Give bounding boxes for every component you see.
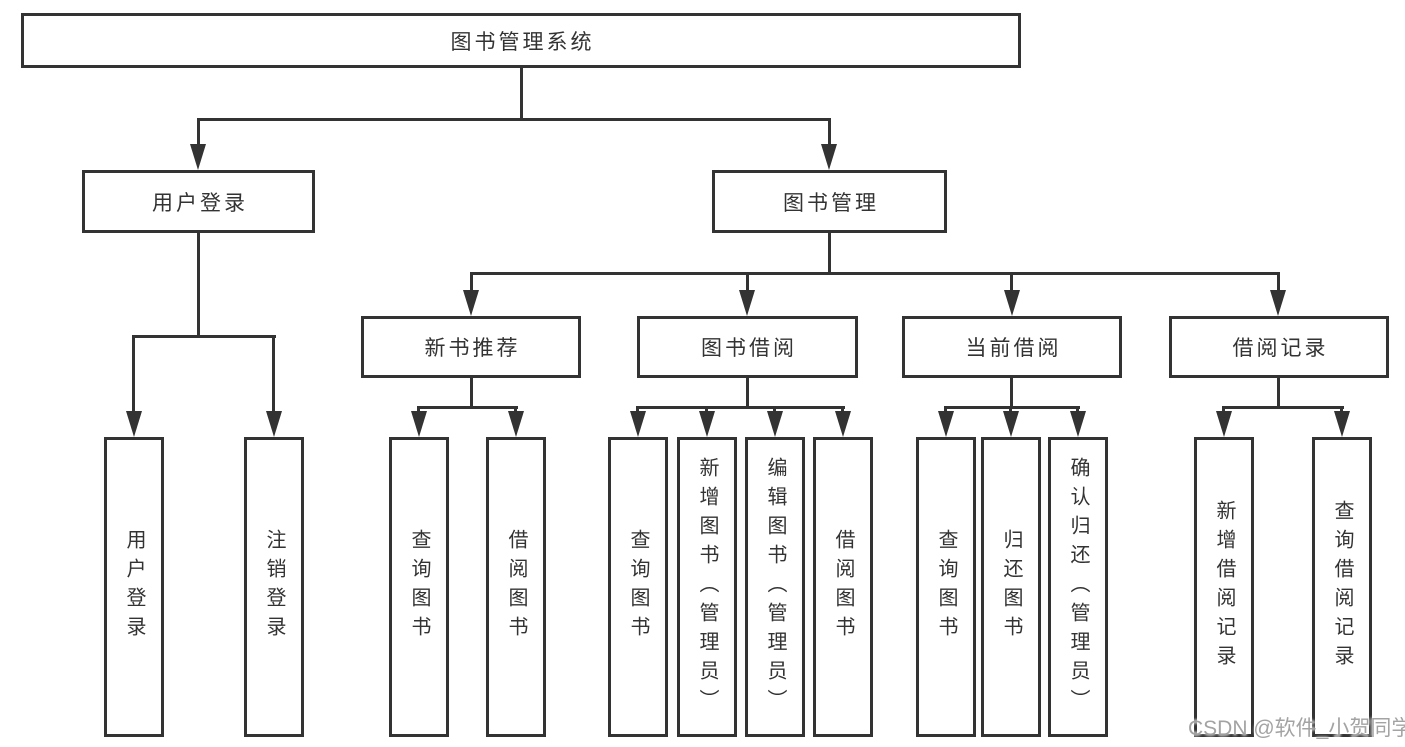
arrow-down-icon (630, 411, 646, 437)
node-root-system: 图书管理系统 (21, 13, 1021, 68)
node-new-book-recommend-label: 新书推荐 (424, 337, 521, 360)
borrow-record-connector-hline (1222, 406, 1344, 409)
leaf-logout: 注销登录 (244, 437, 304, 737)
book-borrow-connector-vline (746, 378, 749, 406)
node-current-borrow: 当前借阅 (902, 316, 1122, 378)
arrow-down-icon (1004, 290, 1020, 316)
leaf-bb-borrow-book-label: 借阅图书 (832, 529, 854, 645)
arrow-down-icon (1334, 411, 1350, 437)
arrow-down-icon (508, 411, 524, 437)
node-new-book-recommend: 新书推荐 (361, 316, 581, 378)
node-book-borrow-label: 图书借阅 (701, 337, 797, 360)
current-borrow-connector-vline (1010, 378, 1013, 406)
leaf-bb-borrow-book: 借阅图书 (813, 437, 873, 737)
current-borrow-connector-hline (944, 406, 1080, 409)
book-mgmt-to-book-borrow-stem (746, 275, 749, 290)
root-to-book-mgmt-stem (828, 121, 831, 144)
arrow-down-icon (699, 411, 715, 437)
leaf-nb-query-book: 查询图书 (389, 437, 449, 737)
leaf-cb-query-book-label: 查询图书 (935, 529, 957, 645)
arrow-down-icon (1070, 411, 1086, 437)
root-connector-hline (197, 118, 831, 121)
leaf-cb-query-book: 查询图书 (916, 437, 976, 737)
book-borrow-connector-hline (636, 406, 845, 409)
book-mgmt-to-borrow-record-stem (1277, 275, 1280, 290)
leaf-logout-label: 注销登录 (263, 529, 285, 645)
node-current-borrow-label: 当前借阅 (965, 337, 1062, 360)
node-book-borrow: 图书借阅 (637, 316, 858, 378)
new-book-connector-hline (417, 406, 518, 409)
leaf-br-query-record: 查询借阅记录 (1312, 437, 1372, 737)
leaf-nb-borrow-book-label: 借阅图书 (505, 529, 527, 645)
leaf-br-add-record-label: 新增借阅记录 (1213, 500, 1235, 674)
root-to-user-login-stem (197, 121, 200, 144)
leaf-nb-query-book-label: 查询图书 (408, 529, 430, 645)
book-mgmt-to-new-book-stem (470, 275, 473, 290)
user-login-leaf2-stem (272, 338, 275, 411)
node-borrow-record: 借阅记录 (1169, 316, 1389, 378)
new-book-connector-vline (470, 378, 473, 406)
leaf-bb-query-book: 查询图书 (608, 437, 668, 737)
root-connector-vline (520, 68, 523, 118)
arrow-down-icon (821, 144, 837, 170)
leaf-cb-return-book-label: 归还图书 (1000, 529, 1022, 645)
arrow-down-icon (190, 144, 206, 170)
leaf-nb-borrow-book: 借阅图书 (486, 437, 546, 737)
leaf-bb-edit-book-admin: 编辑图书（管理员） (745, 437, 805, 737)
node-book-management-label: 图书管理 (783, 191, 879, 215)
csdn-watermark: CSDN @软件_小贺同学 (1188, 717, 1405, 740)
leaf-br-query-record-label: 查询借阅记录 (1331, 500, 1353, 674)
leaf-br-add-record: 新增借阅记录 (1194, 437, 1254, 737)
node-book-management: 图书管理 (712, 170, 947, 233)
book-mgmt-to-current-borrow-stem (1010, 275, 1013, 290)
book-mgmt-connector-hline (470, 272, 1280, 275)
leaf-cb-return-book: 归还图书 (981, 437, 1041, 737)
leaf-bb-add-book-admin-label: 新增图书（管理员） (696, 456, 718, 718)
arrow-down-icon (767, 411, 783, 437)
arrow-down-icon (1270, 290, 1286, 316)
arrow-down-icon (411, 411, 427, 437)
leaf-bb-edit-book-admin-label: 编辑图书（管理员） (764, 456, 786, 718)
book-mgmt-connector-vline (828, 233, 831, 272)
arrow-down-icon (938, 411, 954, 437)
user-login-connector-hline (132, 335, 276, 338)
arrow-down-icon (1216, 411, 1232, 437)
user-login-leaf1-stem (132, 338, 135, 411)
arrow-down-icon (835, 411, 851, 437)
arrow-down-icon (739, 290, 755, 316)
leaf-user-login: 用户登录 (104, 437, 164, 737)
leaf-bb-query-book-label: 查询图书 (627, 529, 649, 645)
borrow-record-connector-vline (1277, 378, 1280, 406)
leaf-cb-confirm-return-admin: 确认归还（管理员） (1048, 437, 1108, 737)
node-user-login-label: 用户登录 (152, 191, 248, 215)
leaf-user-login-label: 用户登录 (123, 529, 145, 645)
arrow-down-icon (126, 411, 142, 437)
node-root-label: 图书管理系统 (450, 30, 595, 54)
user-login-connector-vline (197, 233, 200, 335)
arrow-down-icon (463, 290, 479, 316)
node-user-login: 用户登录 (82, 170, 315, 233)
arrow-down-icon (1003, 411, 1019, 437)
arrow-down-icon (266, 411, 282, 437)
node-borrow-record-label: 借阅记录 (1232, 337, 1329, 360)
leaf-cb-confirm-return-admin-label: 确认归还（管理员） (1067, 456, 1089, 718)
leaf-bb-add-book-admin: 新增图书（管理员） (677, 437, 737, 737)
